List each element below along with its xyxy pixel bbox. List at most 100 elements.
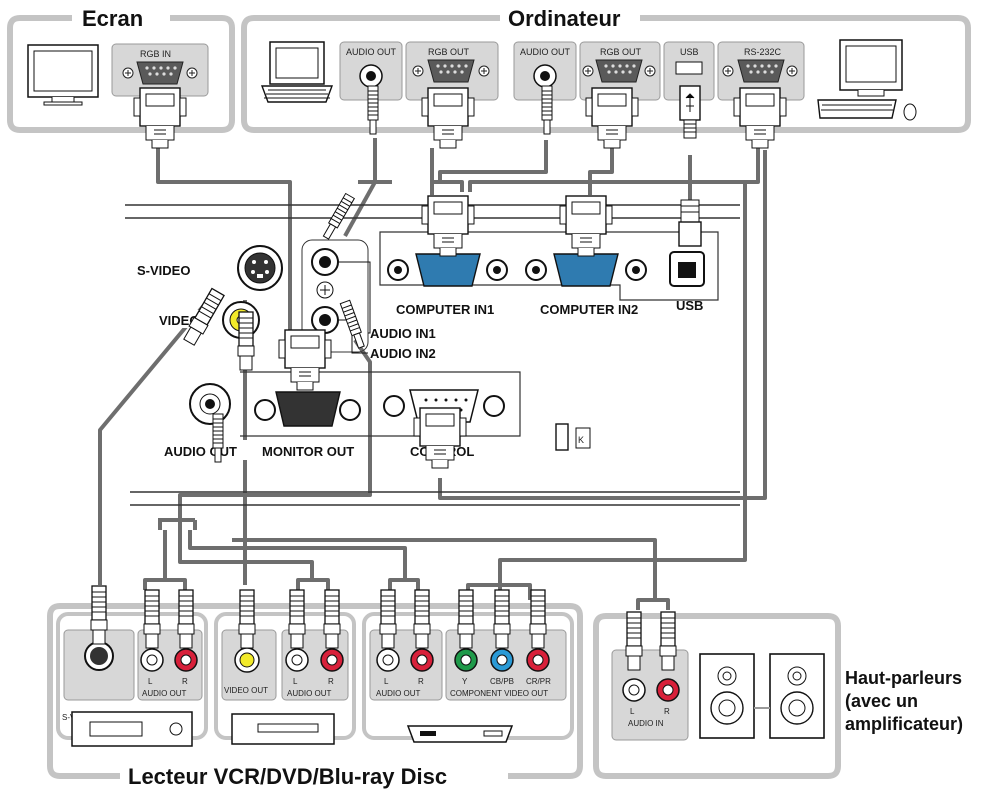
monitor-out-label: MONITOR OUT [262,444,354,459]
ecran-title: Ecran [82,6,143,31]
vga-plug-pc1 [421,87,475,149]
jack-plug-audio-out [212,413,224,463]
haut-parleurs-line1: Haut-parleurs [845,668,962,688]
rca-plug-player3-r [413,589,431,649]
speakers-r-label: R [664,707,670,716]
cable-audio-out [178,493,220,530]
speakers-section: L R AUDIO IN Haut-parleurs (avec un ampl… [593,611,963,779]
usb-label-projector: USB [676,298,703,313]
rca-plug-component-cr [529,589,547,649]
projector-panel: S-VIDEO VIDEO AUDIO IN1 AUDIO IN2 [125,193,740,506]
rgb-in-label: RGB IN [140,49,171,59]
cable-player3-audio [188,530,420,590]
usb-port-projector [669,251,705,287]
player3-r-label: R [418,677,424,686]
ecran-frame [7,15,235,133]
lecteur-section: Lecteur VCR/DVD/Blu-ray Disc S-VIDEO OUT… [47,585,583,789]
rca-plug-player1-l [143,589,161,649]
cable-monitor-out [156,148,292,330]
audio-in1-port [311,248,339,276]
player3-l-label: L [384,677,389,686]
audio-out-port [189,383,231,425]
video-label: VIDEO [159,313,199,328]
vga-plug-computer-in2 [559,195,613,257]
s-video-port [237,245,283,291]
audio-out-label-2: AUDIO OUT [520,47,571,57]
audio-in-panel-speakers [611,649,689,741]
cable-rgb-pc1 [430,148,464,195]
cable-speakers [232,538,670,610]
audio-out-label-1: AUDIO OUT [346,47,397,57]
video-out-label: VIDEO OUT [224,686,268,695]
component-cr-label: CR/PR [526,677,551,686]
jack-plug-pc1 [367,85,379,135]
lecteur-frame [47,603,583,779]
cable-audio-pc1 [358,138,392,184]
split-audio-1 [158,518,197,530]
usb-plug-pc [679,85,701,139]
speaker-left-icon [699,653,755,739]
speakers-audio-in-label: AUDIO IN [628,719,664,728]
jack-plug-audio-in1 [321,193,355,241]
cable-control [438,150,767,500]
serial-plug-control [413,407,467,469]
audio-in1-label: AUDIO IN1 [370,326,436,341]
rgb-out-label-1: RGB OUT [428,47,470,57]
rca-plug-player3-l [379,589,397,649]
vga-plug-screen [133,87,187,149]
ecran-section: Ecran RGB IN [7,6,235,149]
cable-rgb-pc2 [588,148,614,195]
rca-plug-speakers-r [659,611,677,671]
speakers-frame [593,613,841,779]
speakers-l-label: L [630,707,635,716]
lecteur-title: Lecteur VCR/DVD/Blu-ray Disc [128,764,447,789]
ordinateur-title: Ordinateur [508,6,621,31]
haut-parleurs-line3: amplificateur) [845,714,963,734]
svg-text:K: K [578,435,584,445]
cable-audio-pc2 [438,140,548,182]
blu-ray-player-icon [406,725,514,743]
laptop-icon [260,41,334,103]
player2-l-label: L [293,677,298,686]
usb-label-pc: USB [680,47,699,57]
rca-plug-component-y [457,589,475,649]
rca-plug-player2-r [323,589,341,649]
s-video-plug-player [90,585,108,645]
rgb-out-label-2: RGB OUT [600,47,642,57]
rca-plug-player1-r [177,589,195,649]
rca-plug-player2-l [288,589,306,649]
player1-audio-out-label: AUDIO OUT [142,689,187,698]
usb-plug-projector [678,199,702,247]
s-video-label: S-VIDEO [137,263,190,278]
vga-plug-monitor-out [278,329,332,391]
computer-in2-port [525,253,647,287]
player1-l-label: L [148,677,153,686]
player1-r-label: R [182,677,188,686]
cable-pc-to-player [498,182,747,585]
vga-plug-computer-in1 [421,195,475,257]
computer-in1-label: COMPUTER IN1 [396,302,494,317]
speaker-right-icon [769,653,825,739]
cable-player2-audio [178,530,330,590]
computer-in2-label: COMPUTER IN2 [540,302,638,317]
rca-plug-speakers-l [625,611,643,671]
component-cb-label: CB/PB [490,677,514,686]
player2-audio-out-label: AUDIO OUT [287,689,332,698]
vga-plug-pc2 [585,87,639,149]
desktop-computer-icon [817,39,917,121]
jack-plug-audio-in2 [339,299,367,350]
audio-out-label: AUDIO OUT [164,444,237,459]
audio-in2-label: AUDIO IN2 [370,346,436,361]
security-slot-icon: K [555,423,591,451]
component-video-out-label: COMPONENT VIDEO OUT [450,689,548,698]
monitor-icon [27,44,99,106]
rca-plug-video [237,311,255,371]
rca-plug-component-cb [493,589,511,649]
cable-s-video [98,290,217,585]
jack-plug-pc2 [541,85,553,135]
haut-parleurs-line2: (avec un [845,691,918,711]
audio-in2-port [311,306,339,334]
player2-r-label: R [328,677,334,686]
vcr-icon [71,711,193,747]
